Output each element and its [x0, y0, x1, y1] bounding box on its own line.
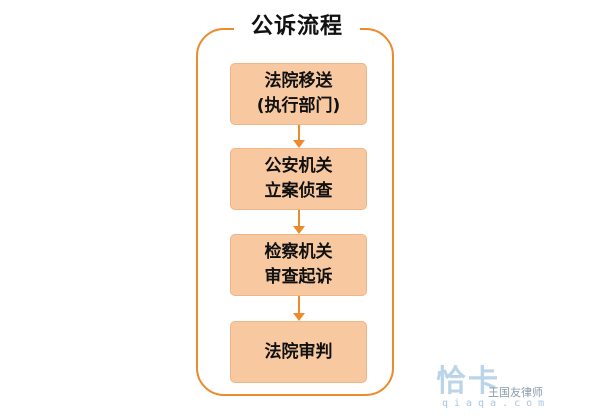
step-label-line2: 审查起诉 — [264, 267, 333, 287]
step-label-line1: 检察机关 — [264, 242, 333, 262]
step-label-line1: 法院审判 — [264, 341, 333, 362]
watermark-domain: qiaqa.com — [442, 398, 551, 409]
arrow-down-icon — [293, 125, 305, 148]
diagram-title: 公诉流程 — [234, 8, 360, 46]
step-label-line2: 立案侦查 — [264, 181, 333, 201]
step-court-transfer: 法院移送 (执行部门) — [230, 63, 367, 125]
step-police-investigation: 公安机关 立案侦查 — [230, 148, 367, 210]
watermark-logo: 恰卡 — [436, 364, 500, 399]
step-court-trial: 法院审判 — [230, 321, 367, 383]
arrow-down-icon — [293, 296, 305, 321]
watermark-author: 王国友律师 — [488, 386, 543, 399]
step-label-line1: 法院移送 — [264, 71, 333, 91]
step-procuratorate-review: 检察机关 审查起诉 — [230, 234, 367, 296]
step-label-line1: 公安机关 — [264, 156, 333, 176]
step-label-line2: (执行部门) — [256, 96, 341, 116]
arrow-down-icon — [293, 210, 305, 234]
watermark: 恰卡 王国友律师 qiaqa.com — [436, 366, 588, 412]
